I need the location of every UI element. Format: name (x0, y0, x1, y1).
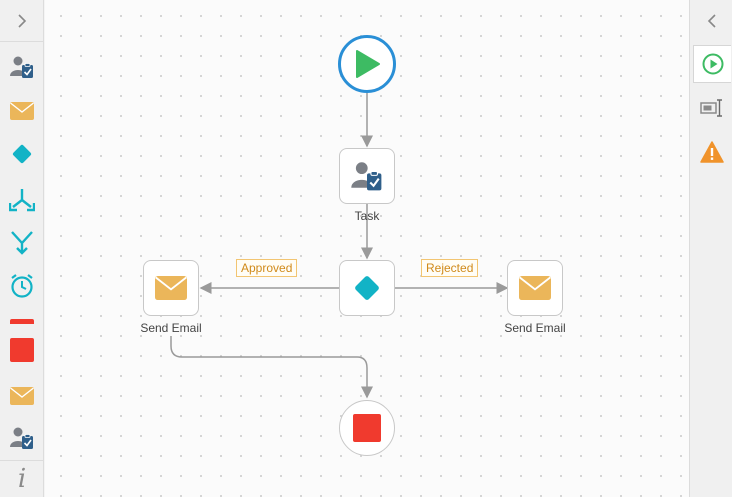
expand-right-panel-button[interactable] (690, 0, 732, 42)
connectors-layer (170, 93, 509, 399)
send-email-right-label: Send Email (504, 321, 566, 335)
send-email-node-right[interactable] (507, 260, 563, 316)
diamond-icon (355, 276, 379, 300)
split-arrows-icon (9, 189, 35, 212)
expand-left-panel-button[interactable] (0, 0, 43, 42)
workflow-canvas[interactable]: Task Send Email Send Email (45, 0, 689, 497)
play-icon (356, 50, 380, 78)
send-email-node-left[interactable] (143, 260, 199, 316)
timer-icon (11, 274, 33, 298)
tool-parallel-split[interactable] (2, 180, 42, 220)
tool-merge[interactable] (2, 222, 42, 262)
info-icon: i (17, 464, 27, 494)
gateway-node[interactable] (339, 260, 395, 316)
tool-send-email[interactable] (2, 91, 42, 131)
tool-user-task-2[interactable] (2, 418, 42, 458)
right-toolbar (689, 0, 732, 497)
end-square-icon (10, 319, 34, 324)
end-square-icon (10, 338, 34, 362)
end-square-icon (353, 414, 381, 442)
properties-button[interactable] (693, 89, 731, 127)
rejected-label[interactable]: Rejected (421, 259, 479, 277)
diamond-icon (12, 144, 32, 164)
user-task-icon (10, 427, 33, 449)
end-node[interactable] (339, 400, 395, 456)
tool-email-2[interactable] (2, 376, 42, 416)
chevron-left-icon (707, 14, 716, 28)
validation-button[interactable] (693, 133, 731, 171)
email-icon (155, 276, 187, 300)
tool-timer[interactable] (2, 266, 42, 306)
user-task-icon (351, 162, 382, 191)
info-button[interactable]: i (0, 460, 43, 497)
tool-gateway[interactable] (2, 134, 42, 174)
email-icon (10, 102, 34, 120)
tool-end-partial[interactable] (2, 310, 42, 324)
tool-end[interactable] (2, 330, 42, 370)
warning-icon (700, 141, 724, 163)
task-node[interactable] (339, 148, 395, 204)
approved-label[interactable]: Approved (236, 259, 298, 277)
left-toolbar: i (0, 0, 44, 497)
chevron-right-icon (18, 13, 27, 28)
send-email-left-label: Send Email (140, 321, 202, 335)
email-icon (10, 387, 34, 405)
run-button[interactable] (693, 45, 731, 83)
start-node[interactable] (338, 35, 396, 93)
task-node-label: Task (354, 209, 380, 223)
merge-arrows-icon (11, 231, 33, 255)
user-task-icon (10, 56, 33, 78)
play-icon (702, 53, 723, 75)
textbox-icon (700, 99, 722, 117)
tool-user-task[interactable] (2, 47, 42, 87)
email-icon (519, 276, 551, 300)
connector-email-end[interactable] (170, 336, 373, 399)
